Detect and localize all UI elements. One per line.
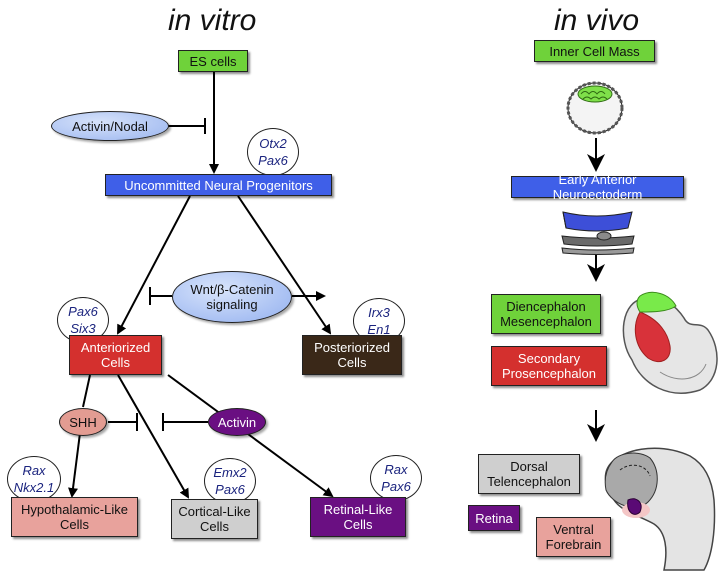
- early-anterior-neuroectoderm-box: Early Anterior Neuroectoderm: [511, 172, 684, 202]
- emx2-pax6-markers: Emx2 Pax6: [204, 458, 256, 504]
- arrow-uncommitted-to-anteriorized: [117, 195, 191, 335]
- blastocyst-illustration: [566, 81, 624, 135]
- rax-nkx21-markers: Rax Nkx2.1: [7, 456, 61, 502]
- arrow-shh-to-hypothalamic: [68, 432, 81, 498]
- anteriorized-cells-box: Anteriorized Cells: [69, 335, 162, 375]
- cortical-cells-box: Cortical-Like Cells: [171, 499, 258, 539]
- inner-cell-mass-box: Inner Cell Mass: [534, 40, 655, 62]
- diencephalon-mesencephalon-box: Diencephalon Mesencephalon: [491, 294, 601, 334]
- shh-oval: SHH: [59, 408, 107, 436]
- line-anterior-to-shh: [82, 374, 91, 408]
- arrow-uncommitted-to-posteriorized: [237, 195, 332, 335]
- embryo-illustration: [622, 291, 718, 394]
- in-vitro-heading: in vitro: [168, 4, 257, 37]
- activin-oval: Activin: [208, 408, 266, 436]
- es-cells-box: ES cells: [178, 50, 248, 72]
- hypothalamic-cells-box: Hypothalamic-Like Cells: [11, 497, 138, 537]
- wnt-signaling-oval: Wnt/β-Catenin signaling: [172, 271, 292, 323]
- secondary-prosencephalon-box: Secondary Prosencephalon: [491, 346, 607, 386]
- activin-nodal-oval: Activin/Nodal: [51, 111, 169, 141]
- arrow-anterior-to-retinal: [167, 374, 334, 498]
- posteriorized-cells-box: Posteriorized Cells: [302, 335, 402, 375]
- retina-box: Retina: [468, 505, 520, 531]
- rax-pax6-markers: Rax Pax6: [370, 455, 422, 501]
- brain-illustration: [604, 447, 716, 571]
- dorsal-telencephalon-box: Dorsal Telencephalon: [478, 454, 580, 494]
- ventral-forebrain-box: Ventral Forebrain: [536, 517, 611, 557]
- arrow-anterior-to-cortical: [117, 374, 189, 499]
- otx2-pax6-markers: Otx2 Pax6: [247, 128, 299, 176]
- retinal-cells-box: Retinal-Like Cells: [310, 497, 406, 537]
- in-vivo-heading: in vivo: [554, 4, 640, 37]
- uncommitted-progenitors-box: Uncommitted Neural Progenitors: [105, 174, 332, 196]
- neuroectoderm-illustration: [561, 211, 635, 255]
